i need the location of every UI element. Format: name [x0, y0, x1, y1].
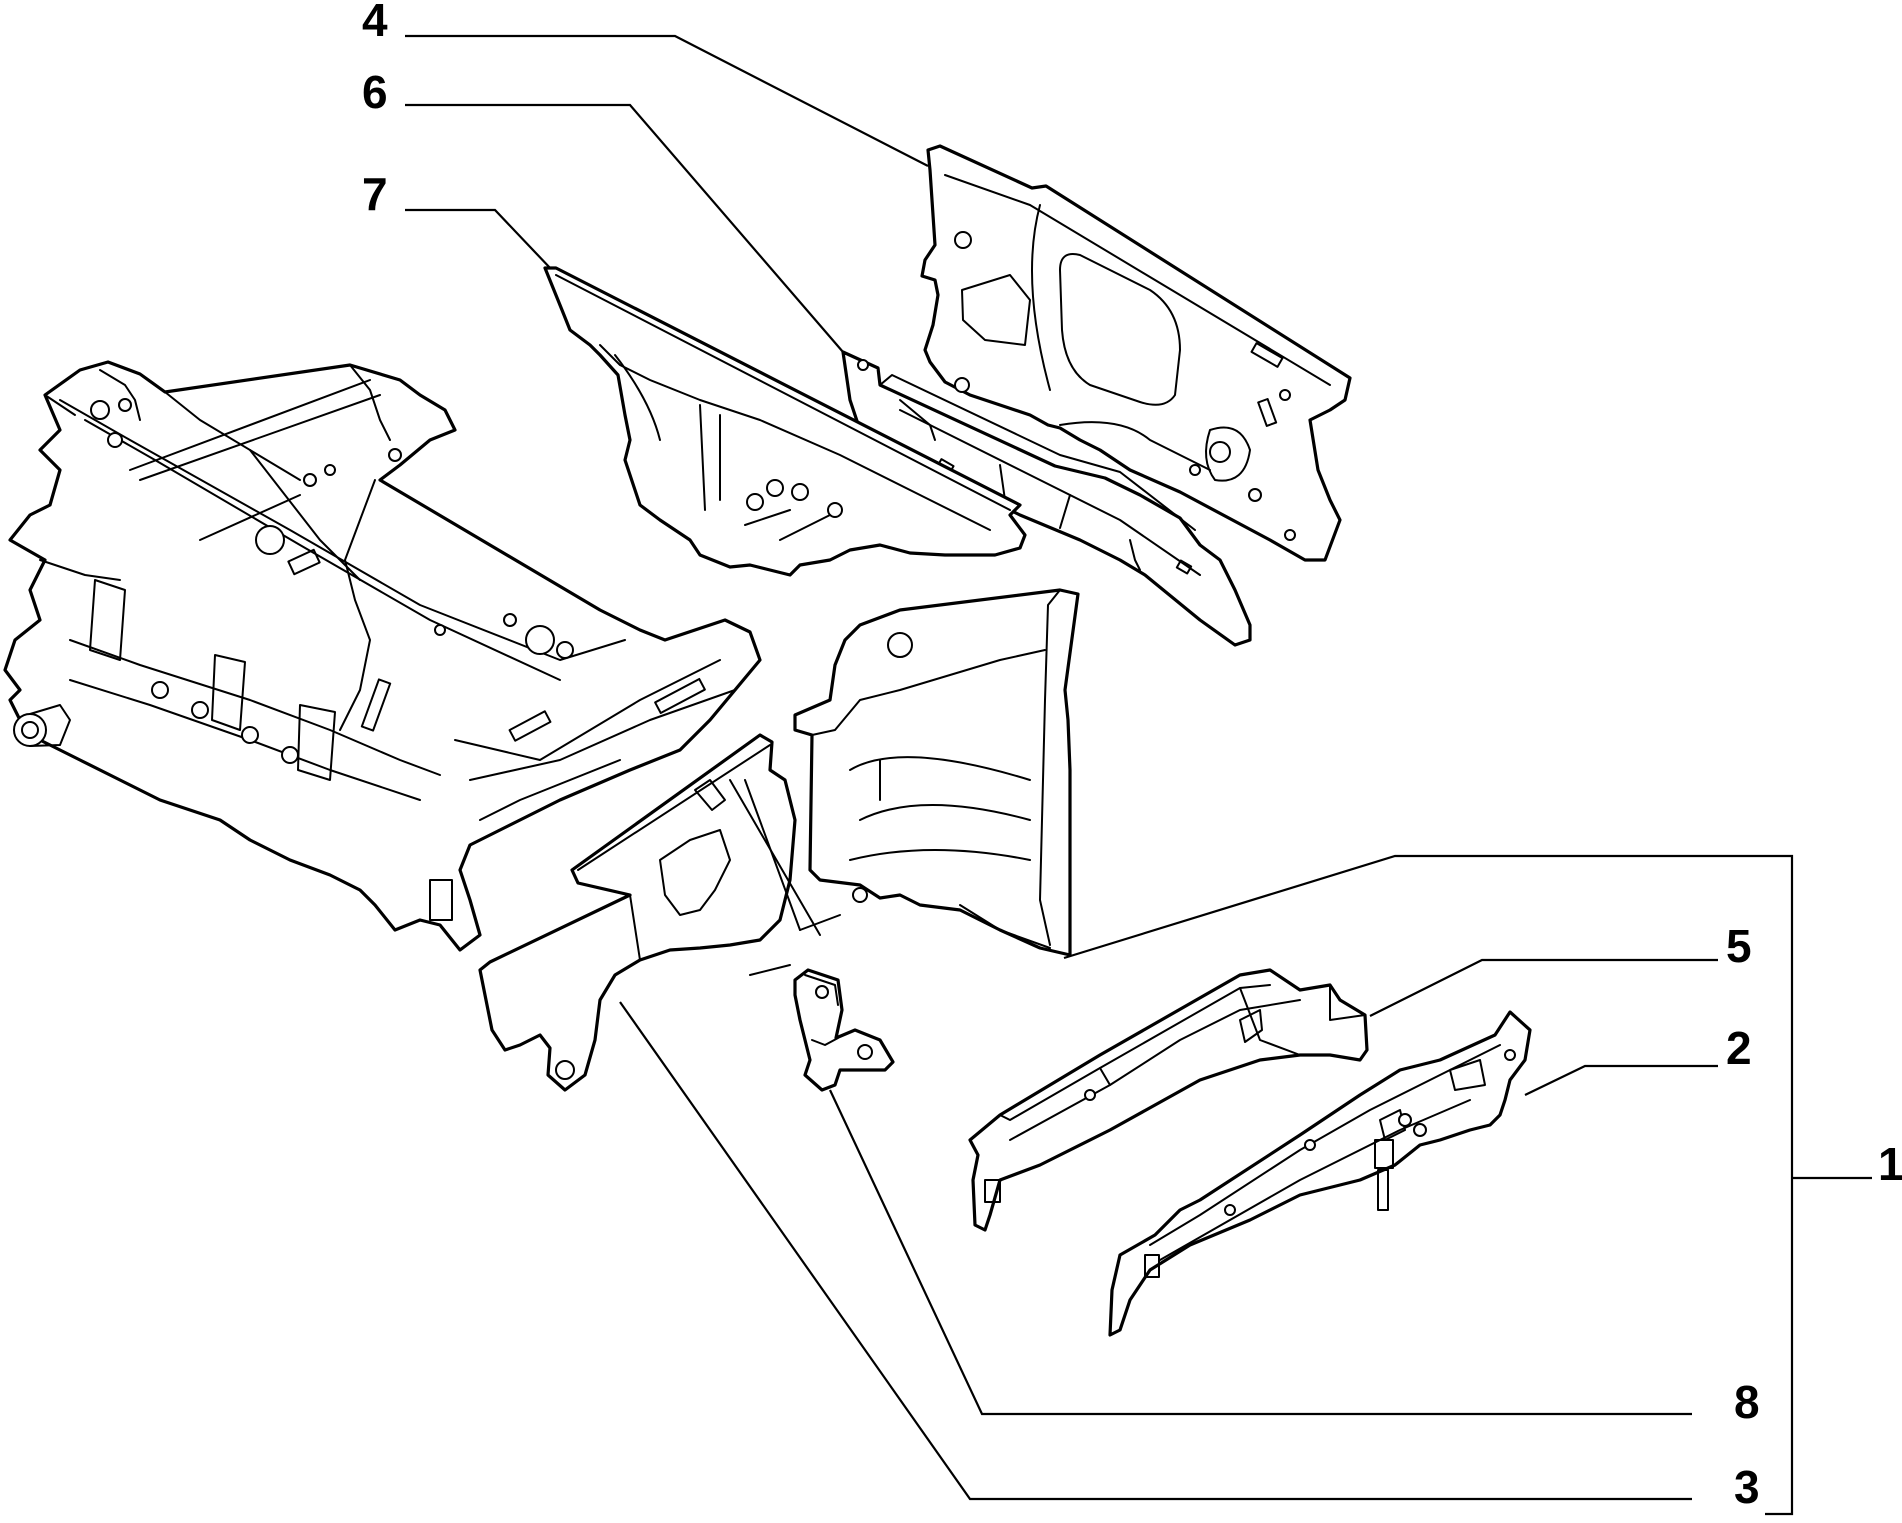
- leader-2: [1524, 1064, 1718, 1096]
- leader-8: [829, 1089, 1692, 1416]
- callout-8: 8: [1734, 1376, 1760, 1428]
- leader-6: [405, 103, 844, 353]
- callout-4: 4: [362, 0, 388, 46]
- part-8-bracket: [793, 968, 895, 1092]
- part-4-rear-panel: [920, 144, 1352, 562]
- callout-2: 2: [1726, 1022, 1752, 1074]
- leader-3: [619, 1001, 1692, 1501]
- part-2-lower-member: [1108, 1010, 1532, 1337]
- callout-7: 7: [362, 168, 388, 220]
- leader-1-bracket: [1063, 854, 1794, 1516]
- callout-6: 6: [362, 66, 388, 118]
- part-6-cross-member: [841, 350, 1252, 647]
- leader-5: [1369, 958, 1718, 1017]
- callout-3: 3: [1734, 1461, 1760, 1513]
- leader-4: [405, 34, 929, 167]
- callout-1: 1: [1878, 1138, 1902, 1190]
- callout-numbers: 4 6 7 5 2 1 8 3: [362, 0, 1902, 1513]
- part-1-wheel-arch: [793, 588, 1080, 957]
- front-frame-assembly: [3, 360, 762, 952]
- callout-5: 5: [1726, 920, 1752, 972]
- part-7-front-panel: [543, 266, 1027, 577]
- leader-7: [405, 208, 553, 271]
- leader-lines: [405, 34, 1872, 1516]
- part-5-side-member: [968, 968, 1369, 1232]
- part-3-inner-panel: [478, 733, 841, 1092]
